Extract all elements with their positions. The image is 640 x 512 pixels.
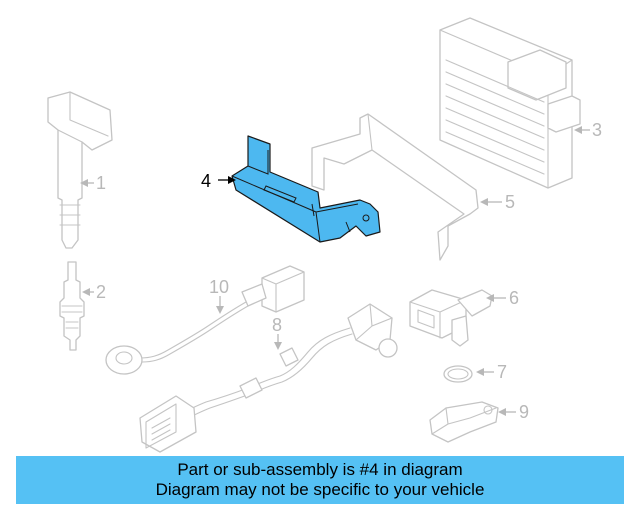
callout-8: 8 bbox=[272, 315, 282, 335]
sensor-harness-part bbox=[139, 303, 398, 453]
o-ring-part bbox=[443, 365, 473, 383]
callout-6: 6 bbox=[509, 288, 519, 308]
mounting-bracket-part bbox=[311, 113, 479, 261]
banner-line-part-number: Part or sub-assembly is #4 in diagram bbox=[177, 460, 463, 479]
callout-10: 10 bbox=[209, 277, 229, 297]
info-banner: Part or sub-assembly is #4 in diagram Di… bbox=[16, 456, 624, 504]
callout-leader-8 bbox=[274, 334, 282, 350]
callout-3: 3 bbox=[592, 120, 602, 140]
callout-leader-7 bbox=[476, 368, 494, 376]
callout-2: 2 bbox=[96, 282, 106, 302]
callout-leader-6 bbox=[486, 294, 506, 302]
position-sensor-part bbox=[429, 401, 499, 443]
callout-leader-2 bbox=[82, 288, 94, 296]
ignition-coil-part bbox=[47, 91, 113, 249]
callout-leader-10 bbox=[216, 296, 224, 314]
callout-1: 1 bbox=[96, 173, 106, 193]
callout-9: 9 bbox=[519, 402, 529, 422]
callout-leader-9 bbox=[498, 408, 516, 416]
banner-line-disclaimer: Diagram may not be specific to your vehi… bbox=[155, 480, 485, 499]
knock-sensor-part bbox=[105, 265, 305, 375]
spark-plug-part bbox=[59, 261, 85, 351]
camshaft-sensor-part bbox=[409, 289, 493, 347]
engine-control-module-part bbox=[439, 17, 581, 189]
parts-diagram: 1 2 3 4 5 6 7 8 9 10 bbox=[47, 17, 602, 453]
callout-7: 7 bbox=[497, 362, 507, 382]
highlighted-bracket-part-4 bbox=[231, 135, 381, 243]
callout-leader-3 bbox=[574, 126, 590, 134]
callout-leader-1 bbox=[80, 179, 94, 187]
callout-leader-4 bbox=[218, 176, 236, 184]
callout-5: 5 bbox=[505, 192, 515, 212]
callout-4: 4 bbox=[201, 171, 211, 191]
callout-leader-5 bbox=[480, 198, 502, 206]
